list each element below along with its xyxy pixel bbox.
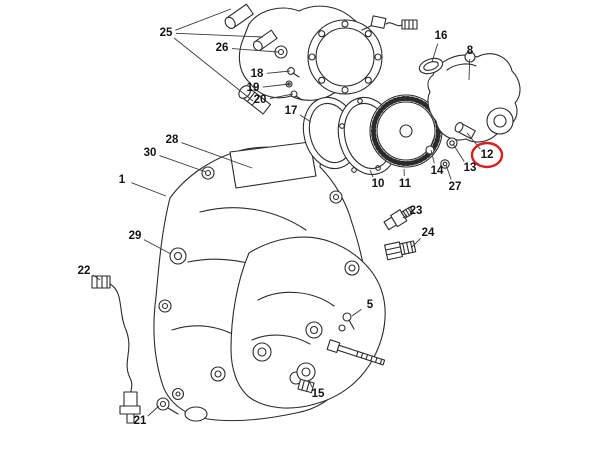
leader-line — [452, 143, 465, 162]
leader-line — [402, 214, 408, 219]
leader-line — [431, 43, 439, 63]
diagram-artwork — [91, 3, 521, 424]
fasteners-12-13-14 — [425, 122, 476, 169]
leader-line — [175, 8, 232, 31]
leader-line — [231, 48, 279, 53]
leader-line — [430, 149, 435, 164]
plug-29 — [169, 247, 187, 265]
part-label-12: 12 — [481, 149, 494, 161]
part-label-8: 8 — [467, 45, 474, 57]
part-label-13: 13 — [464, 162, 477, 174]
leader-line — [269, 93, 294, 100]
leader-line — [468, 58, 471, 81]
part-label-24: 24 — [422, 227, 435, 239]
part-label-22: 22 — [78, 265, 91, 277]
hose-nipple — [238, 85, 272, 115]
leader-lines — [92, 8, 481, 417]
plug-15 — [296, 362, 316, 394]
part-label-20: 20 — [254, 94, 267, 106]
hose-port-upper — [224, 3, 254, 29]
part-label-27: 27 — [449, 181, 462, 193]
hose-port-mid — [252, 29, 278, 51]
label-plate — [229, 141, 317, 189]
housing-8 — [427, 51, 521, 143]
leader-line — [308, 380, 313, 388]
leader-line — [262, 83, 290, 88]
leader-line — [351, 308, 362, 317]
leader-line — [175, 32, 264, 38]
leader-line — [445, 164, 452, 180]
sensor-22 — [91, 275, 141, 424]
elbow-fitting-12 — [454, 122, 476, 140]
part-label-1: 1 — [119, 174, 126, 186]
leader-line — [143, 239, 172, 255]
leader-line — [369, 169, 374, 178]
part-label-19: 19 — [247, 82, 260, 94]
screw-5 — [338, 312, 355, 332]
leader-line — [266, 70, 291, 74]
fasteners-18-19-20 — [285, 67, 303, 101]
part-label-16: 16 — [435, 30, 448, 42]
leader-line — [181, 142, 253, 169]
part-label-30: 30 — [144, 147, 157, 159]
leader-line — [131, 182, 167, 197]
part-label-26: 26 — [216, 42, 229, 54]
leader-line — [159, 155, 207, 173]
plug-24 — [384, 240, 417, 261]
leader-line — [411, 237, 421, 248]
leader-line — [147, 405, 160, 417]
bolt-long — [326, 339, 386, 366]
cover-plate-11 — [369, 94, 443, 168]
leader-line — [92, 274, 101, 281]
temp-sensor — [361, 15, 418, 31]
part-label-11: 11 — [399, 178, 412, 190]
washer-27 — [440, 159, 450, 169]
sensor-23 — [383, 206, 415, 231]
part-label-15: 15 — [312, 388, 325, 400]
part-label-23: 23 — [410, 205, 423, 217]
water-manifold — [224, 3, 418, 115]
leader-line — [299, 114, 312, 123]
part-label-29: 29 — [129, 230, 142, 242]
leader-line — [173, 37, 254, 102]
part-label-28: 28 — [166, 134, 179, 146]
highlight-circle — [470, 141, 504, 169]
highlight-layer — [470, 141, 504, 169]
lower-cover — [230, 236, 386, 409]
part-label-17: 17 — [285, 105, 298, 117]
part-label-10: 10 — [372, 178, 385, 190]
part-label-14: 14 — [431, 165, 444, 177]
part-label-5: 5 — [367, 299, 374, 311]
part-label-25: 25 — [160, 27, 173, 39]
fitting-21 — [156, 397, 179, 415]
part-label-21: 21 — [134, 415, 147, 427]
gasket-16 — [418, 57, 444, 75]
part-label-18: 18 — [251, 68, 264, 80]
